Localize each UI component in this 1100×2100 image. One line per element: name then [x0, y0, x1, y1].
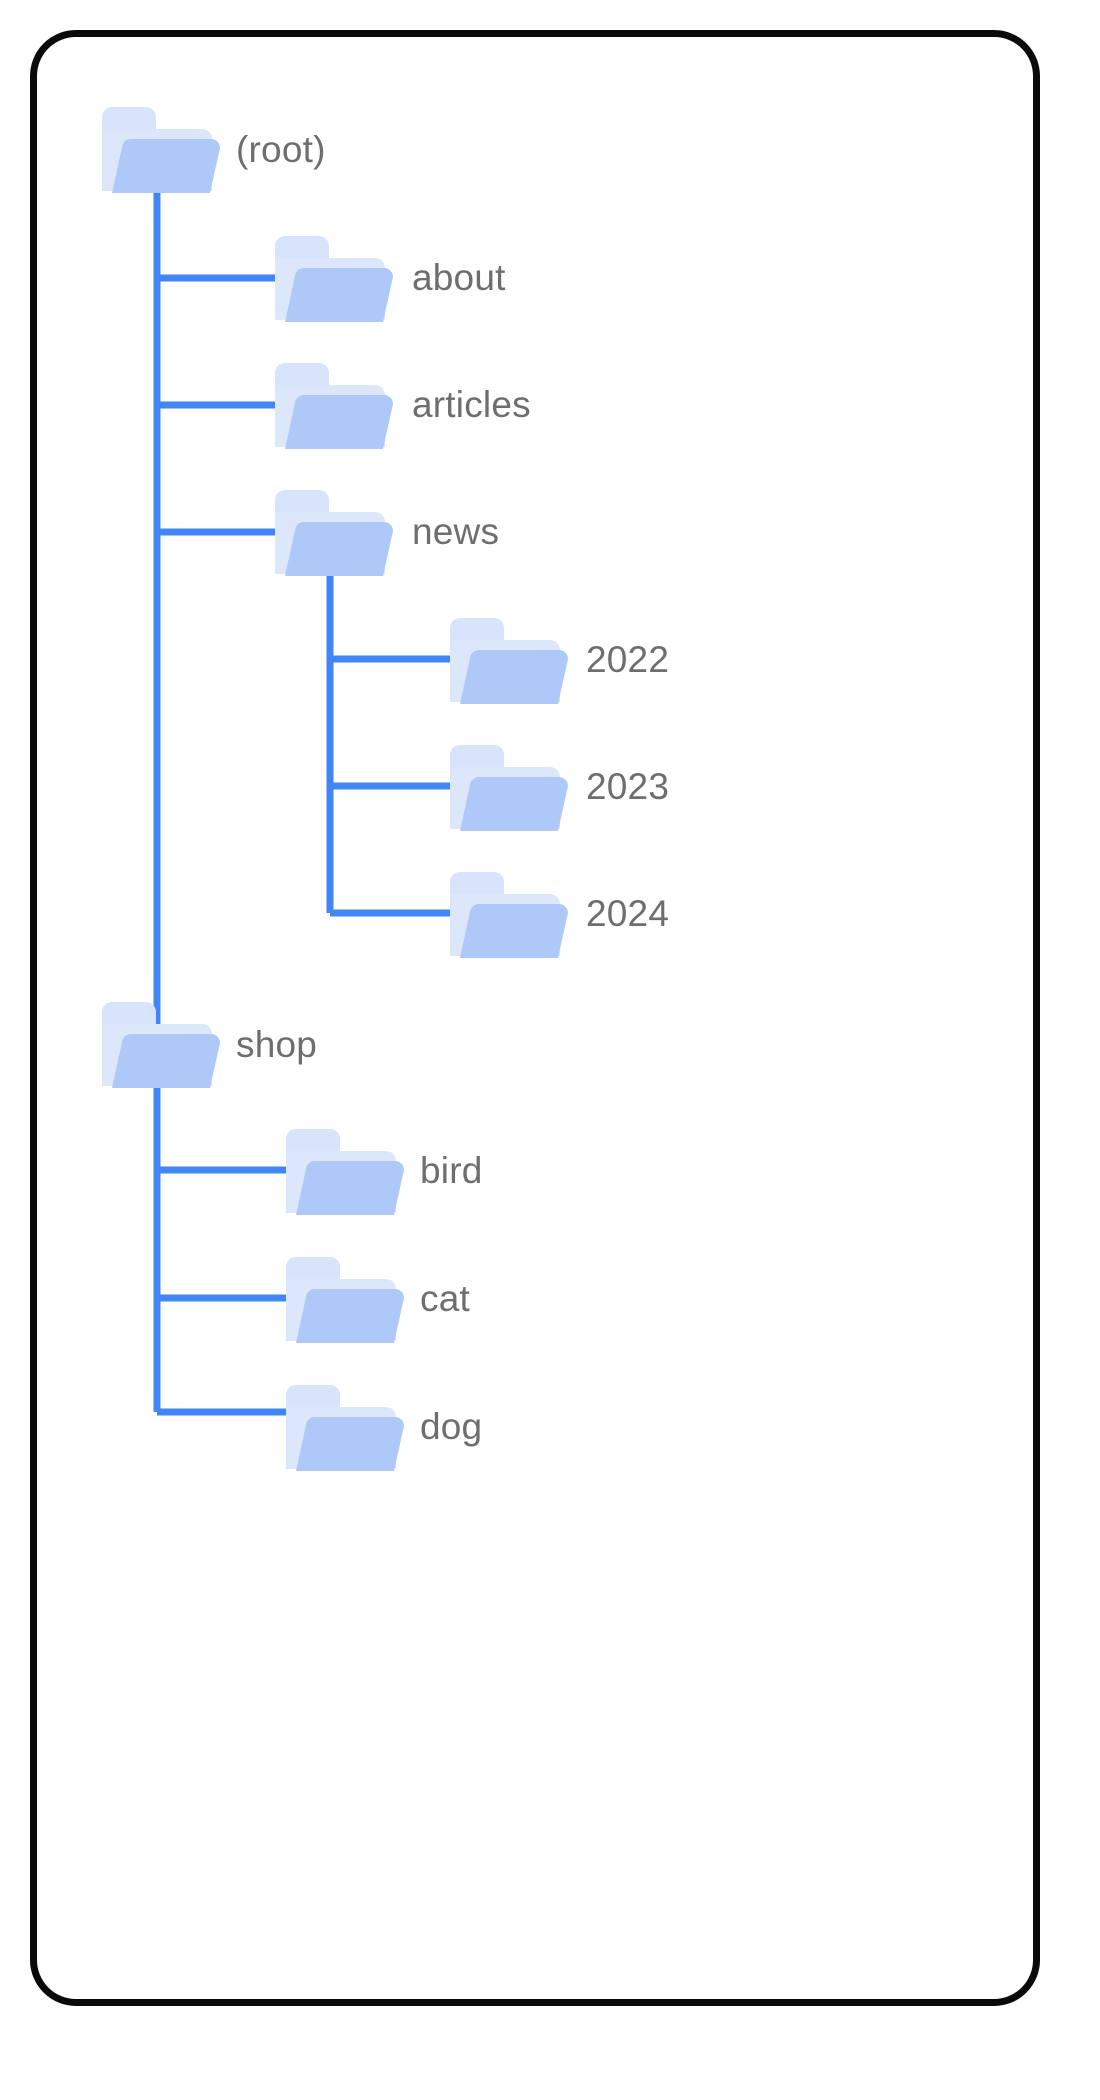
folder-icon-news[interactable] — [275, 490, 393, 576]
folder-icon-news-2023[interactable] — [450, 745, 568, 831]
node-label-news-2024[interactable]: 2024 — [586, 893, 670, 934]
tree-connectors — [153, 178, 458, 1416]
folder-icon-about[interactable] — [275, 236, 393, 322]
node-label-news-2022[interactable]: 2022 — [586, 639, 670, 680]
node-label-articles[interactable]: articles — [412, 384, 531, 425]
diagram-card — [30, 30, 1040, 2006]
folder-icon-shop-dog[interactable] — [286, 1385, 404, 1471]
folder-icon-shop-bird[interactable] — [286, 1129, 404, 1215]
node-label-root[interactable]: (root) — [236, 129, 326, 170]
node-label-news[interactable]: news — [412, 511, 500, 552]
folder-icon-news-2022[interactable] — [450, 618, 568, 704]
node-label-shop-bird[interactable]: bird — [420, 1150, 483, 1191]
node-label-shop[interactable]: shop — [236, 1024, 318, 1065]
folder-icon-shop[interactable] — [102, 1002, 220, 1088]
folder-icon-news-2024[interactable] — [450, 872, 568, 958]
folder-icon-root[interactable] — [102, 107, 220, 193]
folder-icon-shop-cat[interactable] — [286, 1257, 404, 1343]
node-label-shop-dog[interactable]: dog — [420, 1406, 483, 1447]
node-label-news-2023[interactable]: 2023 — [586, 766, 670, 807]
node-label-about[interactable]: about — [412, 257, 506, 298]
folder-icon-articles[interactable] — [275, 363, 393, 449]
node-label-shop-cat[interactable]: cat — [420, 1278, 470, 1319]
